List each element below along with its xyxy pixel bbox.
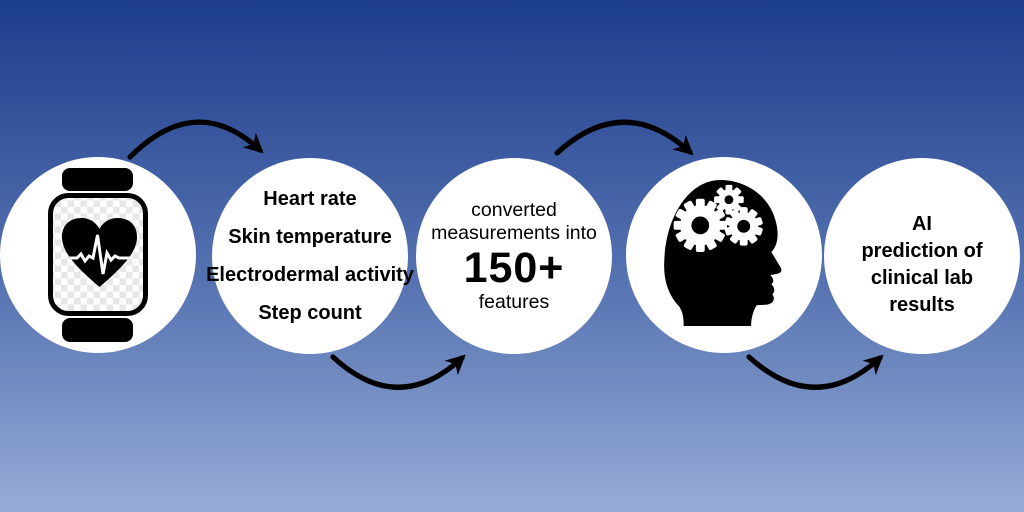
prediction-line-clinical-lab: clinical lab — [870, 267, 974, 289]
arrow-step1-to-step2 — [127, 119, 264, 160]
measurement-skin-temperature: Skin temperature — [228, 226, 392, 248]
step-circle-measurements: Heart rate Skin temperature Electroderma… — [206, 158, 414, 354]
step-circle-ai-processing — [626, 157, 822, 353]
watch-band-bottom — [62, 318, 133, 342]
measurements-list: Heart rate Skin temperature Electroderma… — [206, 180, 414, 332]
gear-large — [673, 198, 727, 252]
features-line-converted: converted — [471, 198, 557, 221]
arrow-step2-to-step3 — [330, 354, 466, 390]
gear-small — [714, 184, 744, 215]
prediction-text-block: AI prediction of clinical lab results — [861, 211, 982, 319]
measurement-step-count: Step count — [258, 302, 362, 324]
smartwatch-heart-icon — [48, 168, 148, 342]
head-gears-icon — [664, 179, 782, 326]
watch-band-top — [62, 168, 133, 191]
gear-right — [724, 207, 763, 246]
features-count: 150+ — [463, 243, 565, 292]
step-circle-prediction: AI prediction of clinical lab results — [824, 158, 1020, 354]
features-text-block: converted measurements into 150+ feature… — [431, 199, 597, 314]
features-line-features: features — [478, 290, 550, 313]
step-circle-smartwatch — [0, 157, 196, 353]
measurement-heart-rate: Heart rate — [263, 188, 357, 210]
ecg-line — [62, 234, 137, 275]
features-line-measurements-into: measurements into — [431, 221, 597, 244]
arrow-step3-to-step4 — [554, 119, 694, 156]
prediction-line-results: results — [889, 294, 955, 316]
measurement-electrodermal-activity: Electrodermal activity — [206, 264, 414, 286]
step-circle-features: converted measurements into 150+ feature… — [416, 158, 612, 354]
arrow-step4-to-step5 — [746, 354, 884, 390]
prediction-line-prediction-of: prediction of — [861, 240, 983, 262]
prediction-line-ai: AI — [911, 213, 932, 235]
